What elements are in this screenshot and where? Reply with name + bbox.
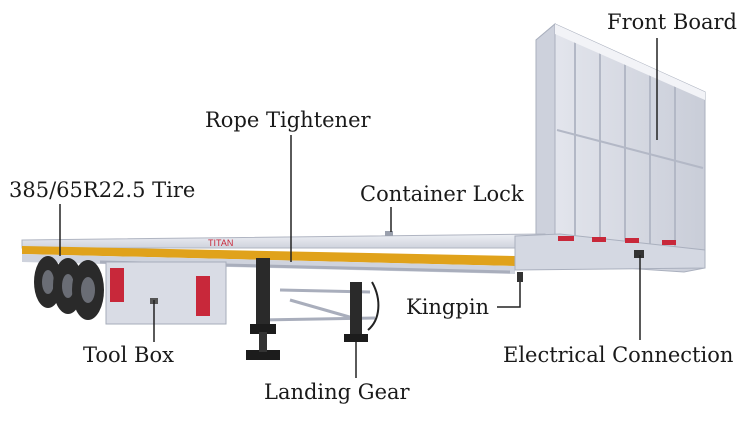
electrical-connection-part xyxy=(634,250,644,258)
kingpin-part xyxy=(517,272,523,282)
label-tool-box: Tool Box xyxy=(83,343,174,367)
tool-box xyxy=(105,261,227,325)
label-rope-tightener: Rope Tightener xyxy=(205,108,371,132)
label-tire: 385/65R22.5 Tire xyxy=(9,178,196,202)
label-front-board: Front Board xyxy=(607,10,737,34)
leader-kingpin xyxy=(497,282,521,308)
brand-mark: TITAN xyxy=(208,238,233,248)
container-lock-part xyxy=(385,231,393,236)
front-board xyxy=(535,22,706,273)
tires xyxy=(34,256,104,320)
label-landing-gear: Landing Gear xyxy=(264,380,410,404)
landing-gear xyxy=(246,258,380,360)
label-electrical-connection: Electrical Connection xyxy=(503,343,734,367)
label-container-lock: Container Lock xyxy=(360,182,524,206)
label-kingpin: Kingpin xyxy=(406,295,490,319)
